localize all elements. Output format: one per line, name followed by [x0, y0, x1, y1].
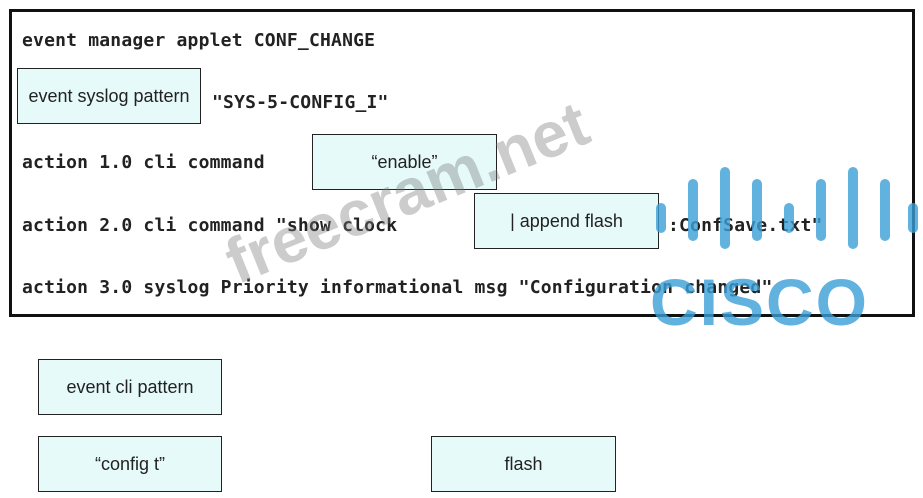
option-event-cli-pattern-label: event cli pattern	[66, 376, 194, 397]
drop-slot-command-label: “enable”	[371, 151, 438, 172]
option-flash[interactable]: flash	[431, 436, 616, 492]
drop-slot-event[interactable]: event syslog pattern	[17, 68, 201, 124]
code-line-4-prefix: action 2.0 cli command "show clock	[22, 215, 398, 236]
option-flash-label: flash	[504, 453, 543, 474]
code-line-2-suffix: "SYS-5-CONFIG_I"	[212, 92, 389, 113]
drop-slot-append-label: | append flash	[510, 210, 623, 231]
code-line-3-prefix: action 1.0 cli command	[22, 152, 265, 173]
code-line-5: action 3.0 syslog Priority informational…	[22, 277, 773, 298]
option-event-cli-pattern[interactable]: event cli pattern	[38, 359, 222, 415]
drop-slot-command[interactable]: “enable”	[312, 134, 497, 190]
code-line-1: event manager applet CONF_CHANGE	[22, 30, 376, 51]
drop-slot-append[interactable]: | append flash	[474, 193, 659, 249]
option-config-t[interactable]: “config t”	[38, 436, 222, 492]
code-line-4-suffix: :ConfSave.txt"	[668, 215, 823, 236]
drop-slot-event-label: event syslog pattern	[28, 85, 190, 106]
option-config-t-label: “config t”	[94, 453, 166, 474]
